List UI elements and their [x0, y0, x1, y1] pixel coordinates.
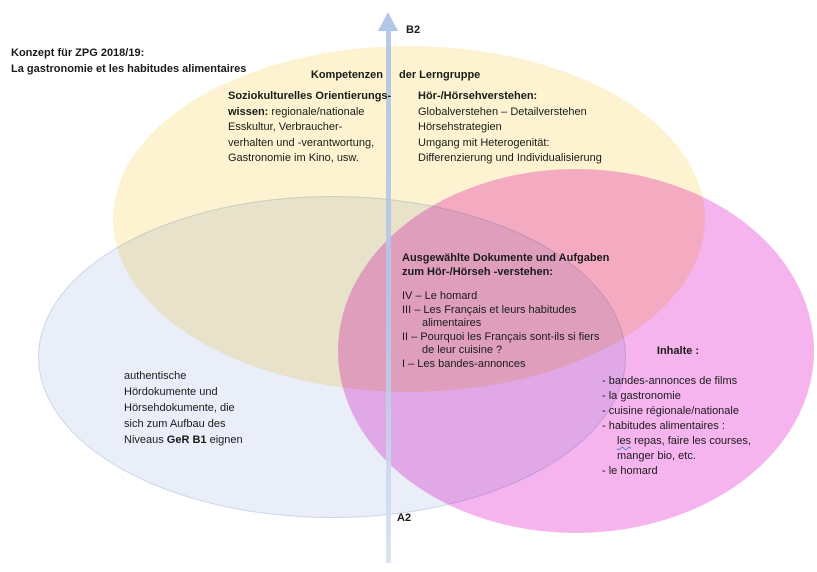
listening-competence-text: Hör-/Hörsehverstehen: Globalverstehen – … — [418, 89, 653, 167]
authentic-line2: Hördokumente und — [124, 386, 218, 398]
venn-circle-inhalte — [338, 169, 814, 533]
socio-heading: Soziokulturelles Orientierungs- — [228, 90, 392, 102]
document-item-iv: IV – Le homard — [402, 290, 478, 302]
spacer — [402, 279, 617, 290]
contents-item-1: - bandes-annonces de films — [602, 375, 738, 387]
slide-title: Konzept für ZPG 2018/19: La gastronomie … — [11, 45, 246, 77]
document-item-iii: III – Les Français et leurs habitudes — [402, 303, 577, 316]
group-heading-lerngruppe: der Lerngruppe — [399, 69, 481, 81]
document-item-ii-cont: de leur cuisine ? — [422, 344, 503, 356]
authentic-line5: Niveaus GeR B1 eignen — [124, 432, 264, 448]
spellcheck-underlined-word: les — [617, 435, 632, 447]
socio-line5: Gastronomie im Kino, usw. — [228, 152, 359, 164]
group-heading-kompetenzen: Kompetenzen — [310, 69, 383, 81]
contents-item-4: - habitudes alimentaires : — [602, 420, 725, 432]
socio-line4: verhalten und -verantwortung, — [228, 136, 375, 149]
contents-item-4-sub2: manger bio, etc. — [617, 450, 696, 462]
document-item-iii-cont: alimentaires — [422, 317, 482, 329]
contents-heading: Inhalte : — [656, 345, 700, 357]
slide-title-line1: Konzept für ZPG 2018/19: — [11, 47, 145, 59]
level-axis-line — [386, 30, 391, 563]
sociocultural-knowledge-text: Soziokulturelles Orientierungs- wissen: … — [228, 89, 418, 167]
contents-item-2: - la gastronomie — [602, 390, 681, 402]
documents-heading-line2: zum Hör-/Hörseh -verstehen: — [402, 265, 553, 278]
authentic-line3: Hörsehdokumente, die — [124, 402, 235, 414]
contents-item-3: - cuisine régionale/nationale — [602, 405, 739, 417]
document-item-ii: II – Pourquoi les Français sont-ils si f… — [402, 330, 600, 343]
contents-item-5: - le homard — [602, 465, 658, 477]
level-label-b2: B2 — [406, 24, 421, 36]
socio-line2: wissen: regionale/nationale — [228, 105, 418, 121]
spacer — [602, 359, 754, 374]
slide-title-line2: La gastronomie et les habitudes alimenta… — [11, 63, 247, 75]
socio-line2-bold: wissen: — [228, 105, 269, 118]
level-label-a2: A2 — [397, 512, 412, 524]
authentic-line1: authentische — [124, 370, 187, 382]
selected-documents-text: Ausgewählte Dokumente und Aufgaben zum H… — [402, 252, 617, 371]
contents-text: Inhalte : - bandes-annonces de films - l… — [602, 344, 754, 479]
hoer-heading: Hör-/Hörsehverstehen: — [418, 90, 538, 102]
authentic-line4: sich zum Aufbau des — [124, 418, 226, 430]
hoer-line3: Hörsehstrategien — [418, 121, 502, 133]
document-item-i: I – Les bandes-annonces — [402, 357, 526, 370]
socio-line2-rest: regionale/nationale — [268, 105, 365, 118]
authentic-documents-text: authentische Hördokumente und Hörsehdoku… — [124, 368, 264, 448]
contents-item-4-sub1-rest: repas, faire les courses, — [631, 435, 751, 447]
authentic-line5-level: GeR B1 — [166, 434, 207, 446]
hoer-line5: Differenzierung und Individualisierung — [418, 152, 602, 164]
socio-line3: Esskultur, Verbraucher- — [228, 121, 343, 133]
authentic-line5-pre: Niveaus — [124, 434, 167, 446]
authentic-line5-post: eignen — [206, 434, 243, 446]
hoer-line4: Umgang mit Heterogenität: — [418, 136, 550, 149]
hoer-line2: Globalverstehen – Detailverstehen — [418, 105, 587, 118]
documents-heading-line1: Ausgewählte Dokumente und Aufgaben — [402, 252, 610, 264]
arrow-up-icon — [378, 12, 398, 31]
contents-item-4-sub1: les repas, faire les courses, — [602, 434, 754, 449]
